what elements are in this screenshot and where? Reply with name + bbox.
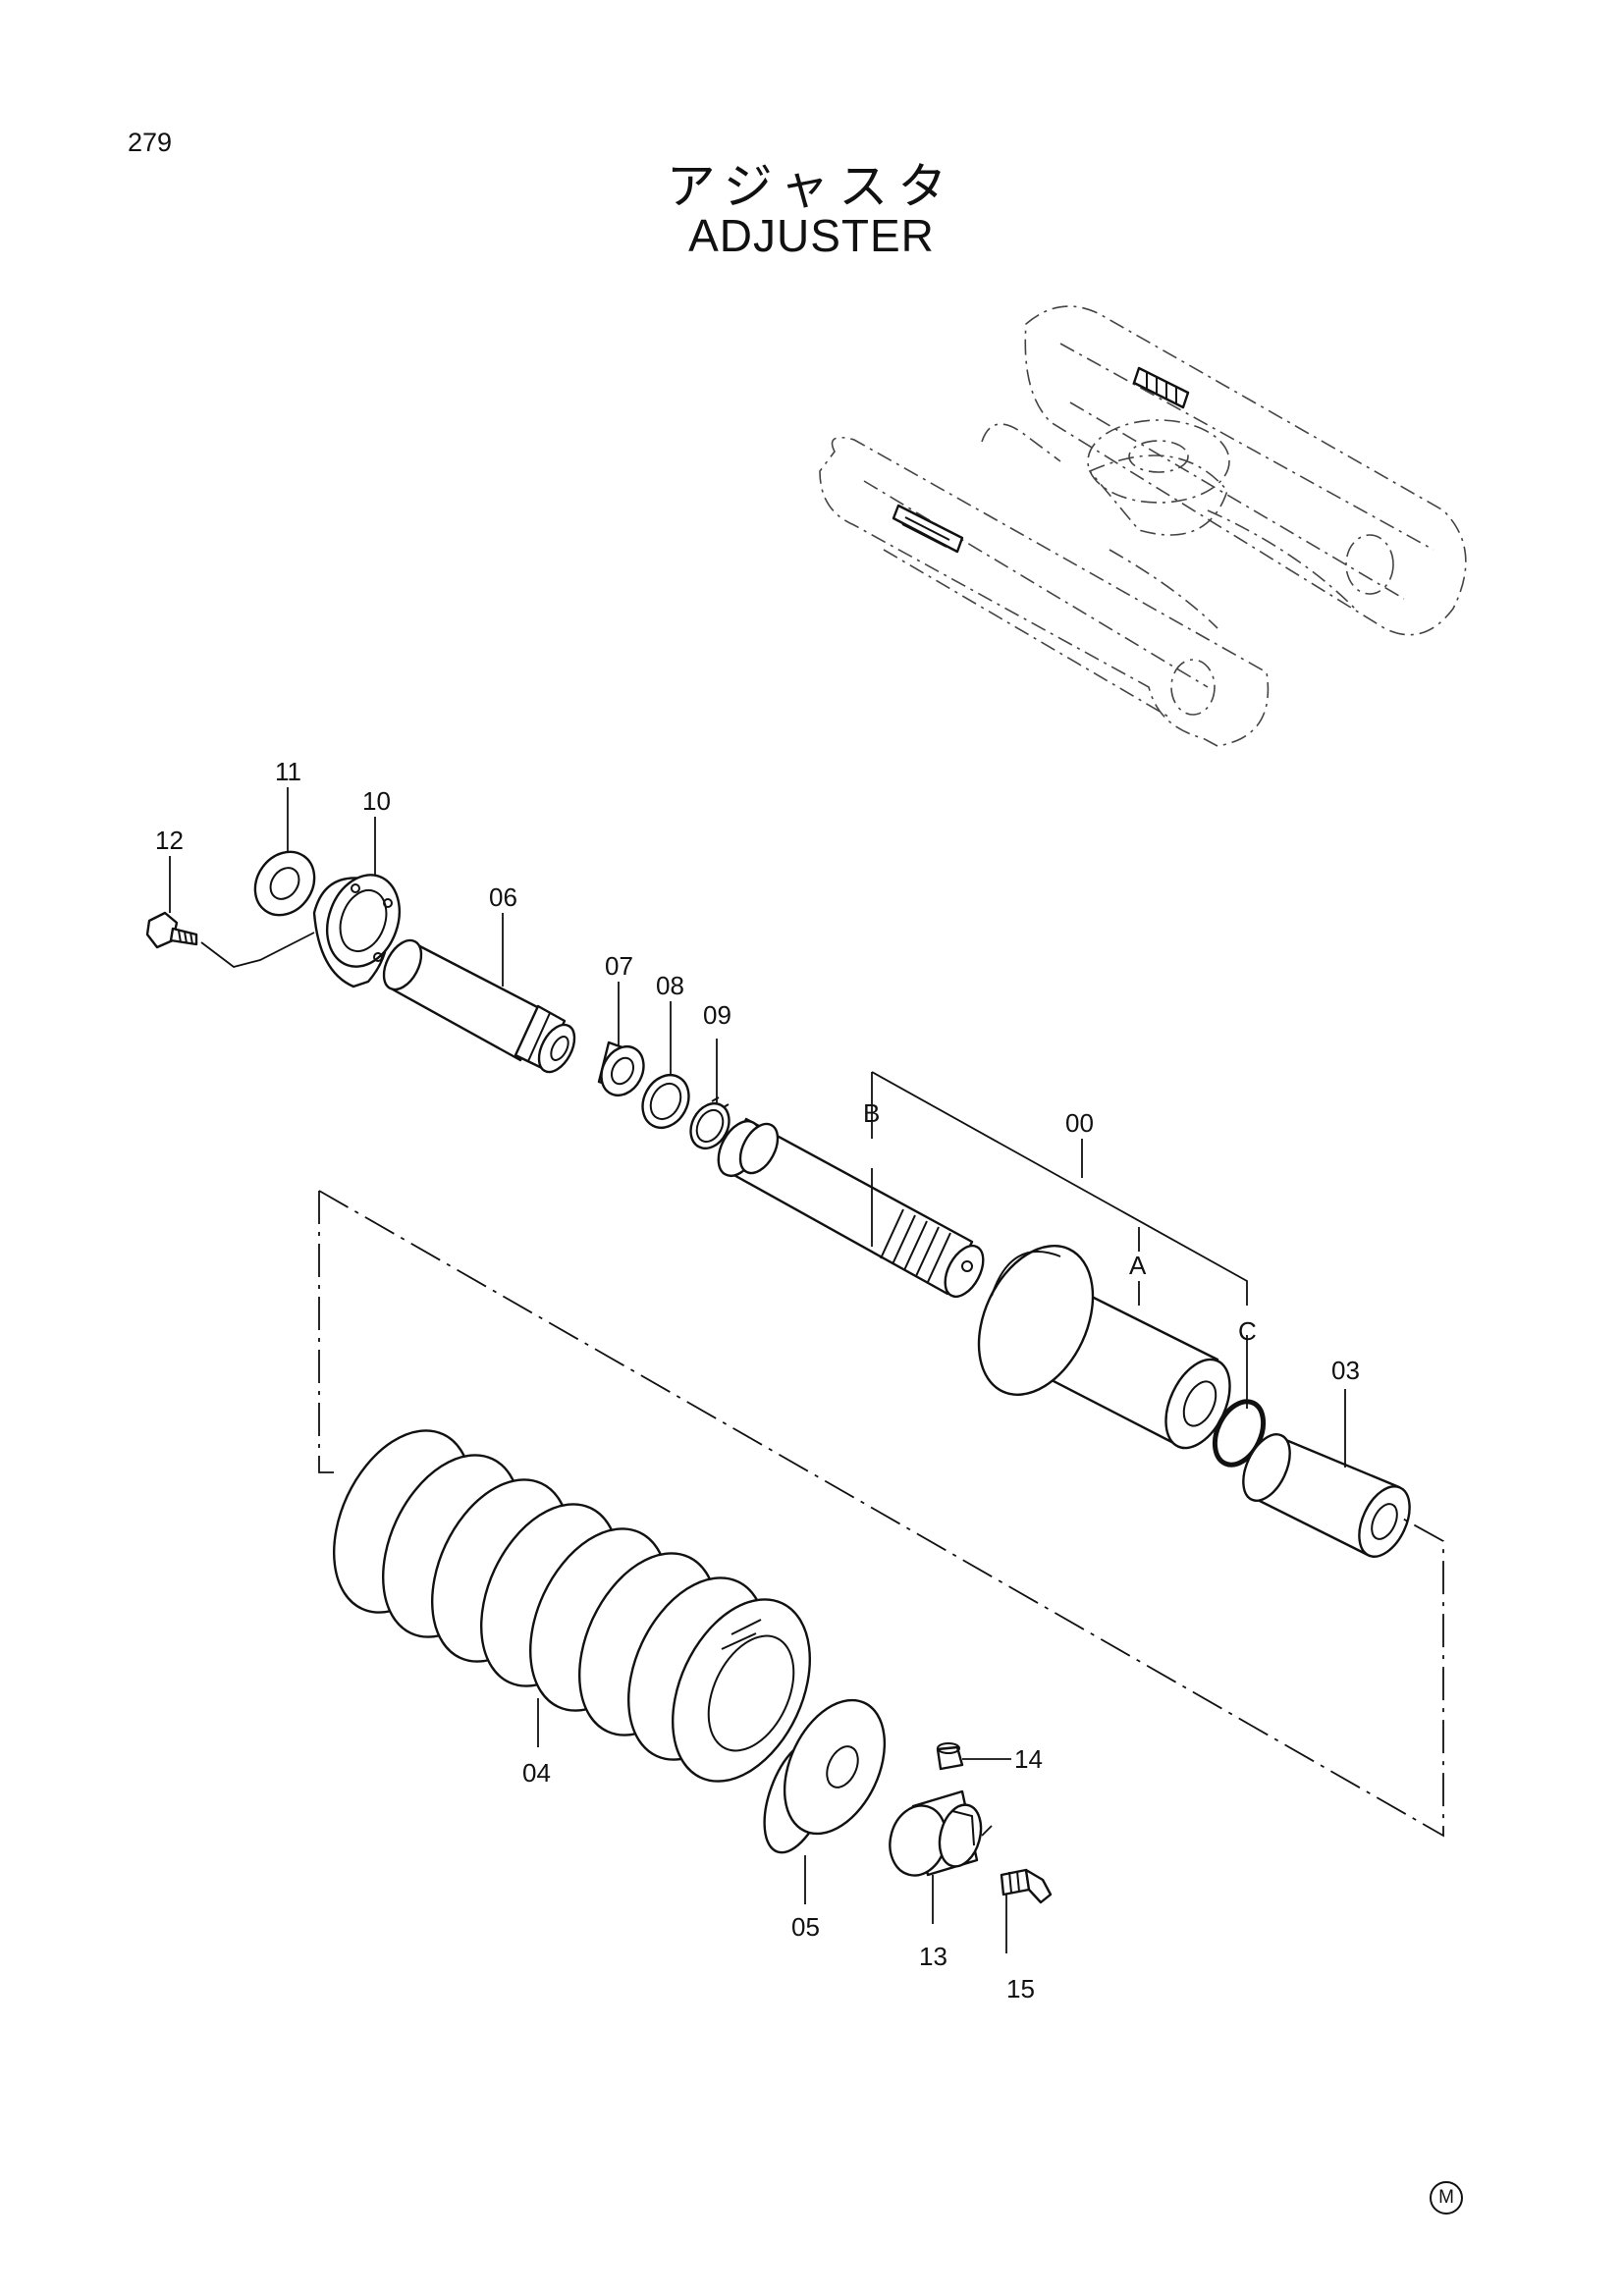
part-11-washer <box>253 850 316 917</box>
part-04-spring <box>332 1429 812 1783</box>
part-a-cylinder <box>977 1245 1231 1450</box>
manufacturer-mark: M <box>1430 2181 1463 2215</box>
title-english: ADJUSTER <box>688 210 935 261</box>
part-06-rod <box>382 938 576 1074</box>
part-03-bushing <box>1242 1433 1411 1558</box>
callout-c: C <box>1238 1316 1257 1346</box>
part-c-o-ring <box>1212 1399 1267 1468</box>
part-12-bolt <box>145 911 315 968</box>
callout-00: 00 <box>1065 1108 1094 1138</box>
part-05-spring-seat <box>763 1698 887 1854</box>
callout-04: 04 <box>522 1758 551 1788</box>
part-b-piston <box>717 1117 985 1299</box>
callout-06: 06 <box>489 882 517 912</box>
part-13-valve-body <box>889 1789 983 1877</box>
assembly-chain-lines <box>318 1190 1444 1838</box>
part-07-nut <box>597 1041 645 1097</box>
page-number: 279 <box>128 128 173 157</box>
part-08-ring <box>641 1074 690 1129</box>
part-14-plug <box>936 1742 964 1771</box>
assembly-bracket <box>871 1071 1248 1409</box>
title-japanese: アジャスタ <box>666 158 957 215</box>
undercarriage-locator-view <box>819 305 1467 747</box>
leader-lines <box>169 787 1346 1953</box>
callout-09: 09 <box>703 1000 731 1030</box>
part-15-grease-fitting <box>1000 1868 1053 1904</box>
callout-labels: 11 10 12 06 07 08 09 B 00 A C 03 04 14 0… <box>155 757 1360 2003</box>
callout-05: 05 <box>791 1912 820 1942</box>
callout-15: 15 <box>1006 1974 1035 2003</box>
callout-a: A <box>1129 1251 1147 1280</box>
callout-08: 08 <box>656 971 684 1000</box>
callout-13: 13 <box>919 1942 947 1971</box>
callout-10: 10 <box>362 786 391 816</box>
callout-11: 11 <box>275 757 301 786</box>
callout-07: 07 <box>605 951 633 981</box>
part-10-flange <box>312 874 401 988</box>
callout-03: 03 <box>1331 1356 1360 1385</box>
part-09-snap-ring <box>689 1096 730 1150</box>
callout-12: 12 <box>155 826 184 855</box>
callout-b: B <box>863 1098 880 1128</box>
callout-14: 14 <box>1014 1744 1043 1774</box>
